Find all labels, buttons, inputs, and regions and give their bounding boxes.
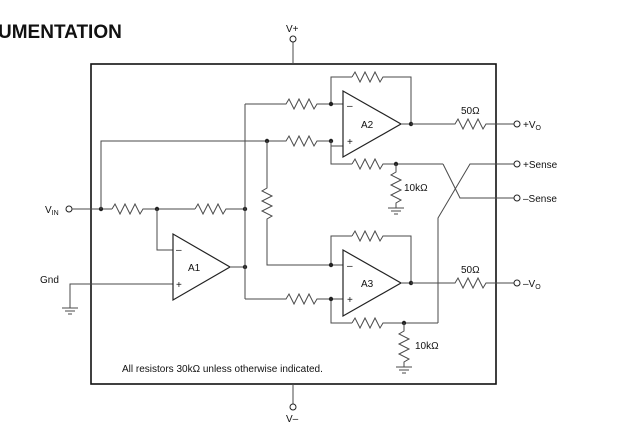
resistor-a2-sense xyxy=(351,157,443,171)
resistor-a2-input-top xyxy=(245,97,343,111)
a3-label: A3 xyxy=(361,279,374,290)
a1-noninverting-sign: + xyxy=(176,280,182,291)
a3-inverting-sign: – xyxy=(347,261,353,272)
supply-negative-label: V– xyxy=(286,414,299,425)
a1-inverting-sign: – xyxy=(176,245,182,256)
r50-bottom-label: 50Ω xyxy=(461,265,480,276)
resistor-50-top xyxy=(411,117,514,131)
resistor-vin-series xyxy=(111,202,195,216)
r50-top-label: 50Ω xyxy=(461,106,480,117)
vin-label: VIN xyxy=(45,205,59,217)
a2-label: A2 xyxy=(361,120,374,131)
resistor-a2-feedback xyxy=(351,70,412,124)
output-minus-vo-terminal xyxy=(513,279,521,287)
a1-label: A1 xyxy=(188,263,201,274)
resistor-10k-bottom xyxy=(397,323,411,367)
amplifier-a3: – + A3 xyxy=(342,248,403,318)
output-plus-vo-terminal xyxy=(513,120,521,128)
resistor-vin-to-node xyxy=(194,202,245,216)
supply-positive-pin: V+ xyxy=(286,24,299,64)
resistor-a3-feedback xyxy=(351,229,412,283)
output-plus-vo-label: +VO xyxy=(523,120,542,132)
page-title: UMENTATION xyxy=(0,22,122,43)
r10k-bottom-label: 10kΩ xyxy=(415,341,439,352)
resistor-10k-top xyxy=(389,164,403,208)
minus-sense-terminal xyxy=(513,194,521,202)
amplifier-a1: – + A1 xyxy=(172,232,232,302)
vin-input: VIN xyxy=(45,205,112,217)
a3-noninverting-sign: + xyxy=(347,295,353,306)
minus-sense-label: –Sense xyxy=(523,194,557,205)
resistor-a3-sense xyxy=(351,316,438,330)
resistor-a3-input-bottom xyxy=(245,283,344,306)
resistor-50-bottom xyxy=(411,276,514,290)
gnd-label: Gnd xyxy=(40,275,59,286)
device-outline xyxy=(90,63,497,385)
resistor-gain-vertical xyxy=(260,141,343,266)
gnd-input: Gnd xyxy=(40,275,173,315)
a2-inverting-sign: – xyxy=(347,101,353,112)
supply-negative-pin: V– xyxy=(286,384,299,425)
resistor-note: All resistors 30kΩ unless otherwise indi… xyxy=(122,364,323,375)
r10k-top-label: 10kΩ xyxy=(404,183,428,194)
a2-noninverting-sign: + xyxy=(347,137,353,148)
plus-sense-label: +Sense xyxy=(523,160,558,171)
supply-positive-label: V+ xyxy=(286,24,299,35)
output-minus-vo-label: –VO xyxy=(523,279,541,291)
plus-sense-terminal xyxy=(513,160,521,168)
amplifier-a2: – + A2 xyxy=(342,89,403,159)
